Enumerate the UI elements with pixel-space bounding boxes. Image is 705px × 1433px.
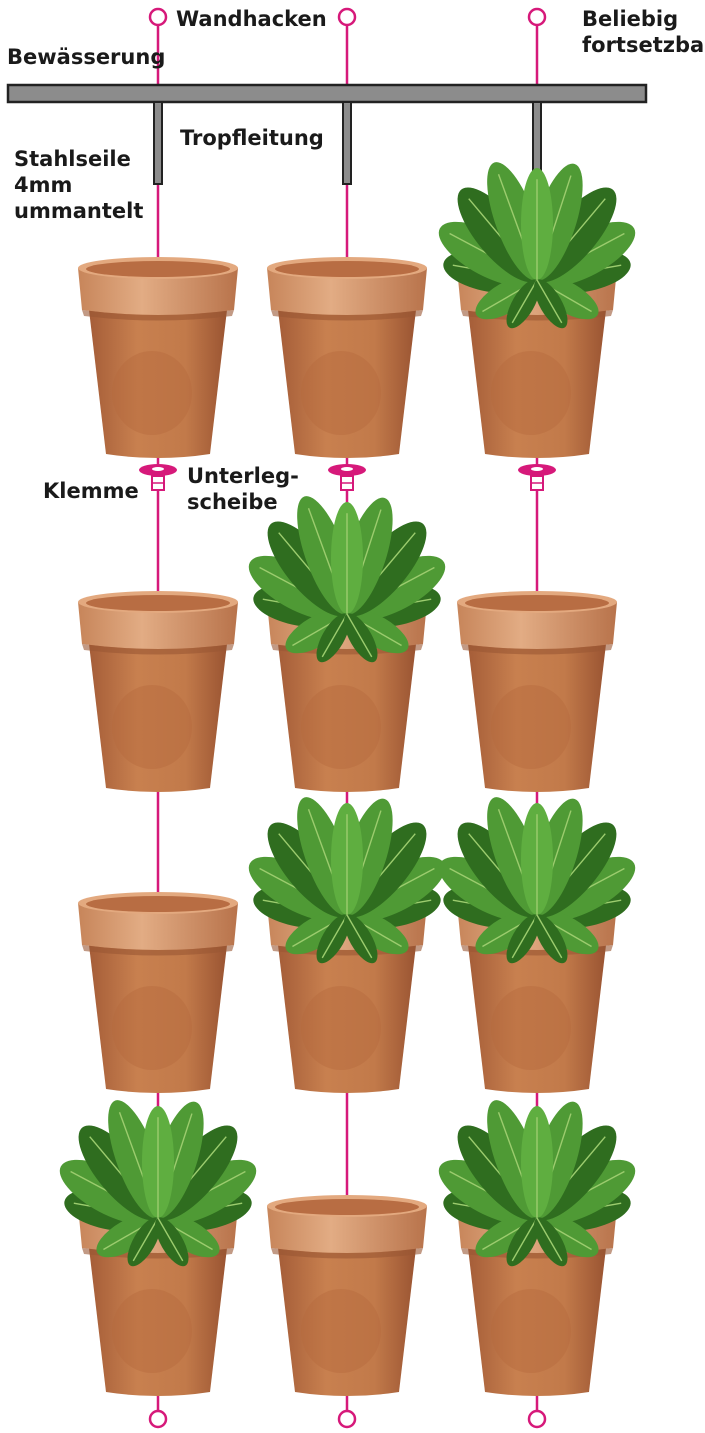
pot-inner: [275, 1199, 419, 1215]
terracotta-pot-icon: [78, 257, 238, 458]
pot-inner: [465, 595, 609, 611]
drip-line-2: [343, 102, 351, 184]
washer-hole: [531, 467, 543, 471]
label-clamp: Klemme: [43, 478, 139, 504]
pot-inner: [86, 261, 230, 277]
ring-hook-icon: [150, 1411, 166, 1427]
pot-shading: [301, 986, 381, 1070]
pot-shading: [491, 986, 571, 1070]
pot-shading: [301, 351, 381, 435]
pot-shading: [112, 685, 192, 769]
label-extendable: Beliebig fortsetzbar: [582, 6, 705, 58]
pot-shading: [301, 1289, 381, 1373]
pot-inner: [275, 261, 419, 277]
pot-inner: [86, 896, 230, 912]
pot-shading: [491, 685, 571, 769]
label-wall-hook: Wandhacken: [176, 6, 327, 32]
pot-shading: [301, 685, 381, 769]
pot-shading: [491, 351, 571, 435]
drip-line-1: [154, 102, 162, 184]
ring-hook-icon: [150, 9, 166, 25]
terracotta-pot-icon: [267, 257, 427, 458]
ring-hook-icon: [339, 9, 355, 25]
pot-inner: [86, 595, 230, 611]
terracotta-pot-icon: [267, 1195, 427, 1396]
pot-shading: [112, 986, 192, 1070]
label-washer: Unterleg- scheibe: [187, 463, 299, 515]
label-steel-cables: Stahlseile 4mm ummantelt: [14, 146, 143, 224]
irrigation-pipe: [8, 85, 646, 102]
pot-shading: [112, 351, 192, 435]
pot-shading: [491, 1289, 571, 1373]
label-drip-line: Tropfleitung: [180, 125, 324, 151]
terracotta-pot-icon: [78, 591, 238, 792]
pot-shading: [112, 1289, 192, 1373]
ring-hook-icon: [339, 1411, 355, 1427]
terracotta-pot-icon: [457, 591, 617, 792]
label-irrigation: Bewässerung: [7, 44, 165, 70]
terracotta-pot-icon: [78, 892, 238, 1093]
washer-hole: [341, 467, 353, 471]
ring-hook-icon: [529, 1411, 545, 1427]
ring-hook-icon: [529, 9, 545, 25]
washer-hole: [152, 467, 164, 471]
